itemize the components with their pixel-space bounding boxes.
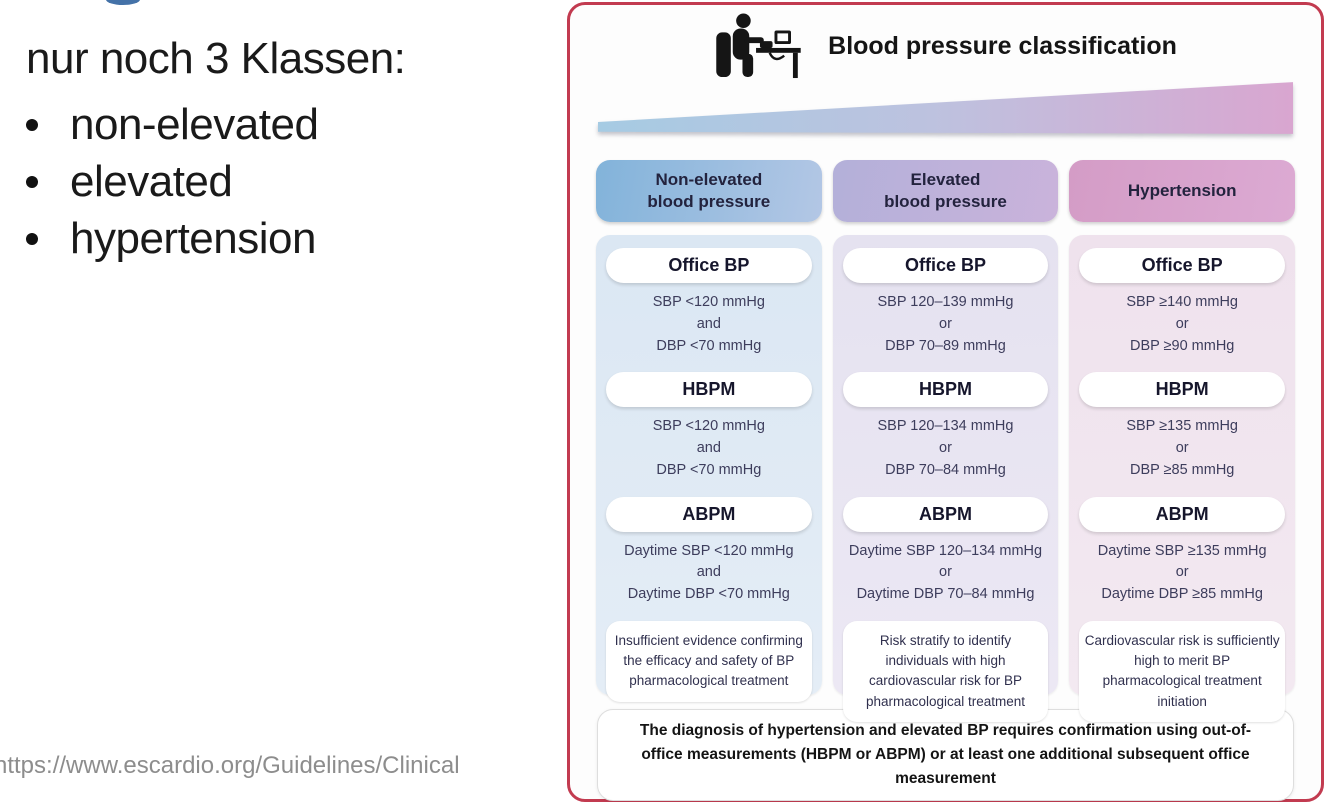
bullet-dot-icon [26, 118, 38, 131]
column-note: Risk stratify to identify individuals wi… [842, 620, 1049, 722]
column-hypertension: Hypertension Office BP SBP ≥140 mmHg or … [1069, 160, 1295, 722]
office-bp-values: SBP 120–139 mmHg or DBP 70–89 mmHg [877, 294, 1014, 354]
section-label-office-bp: Office BP [606, 248, 812, 283]
section-label-abpm: ABPM [842, 496, 1049, 532]
column-note: Cardiovascular risk is sufficiently high… [1079, 620, 1285, 722]
bullet-label: hypertension [70, 213, 316, 263]
bullet-dot-icon [26, 175, 38, 188]
hbpm-values: SBP 120–134 mmHg or DBP 70–84 mmHg [877, 418, 1014, 478]
column-body: Office BP SBP 120–139 mmHg or DBP 70–89 … [832, 235, 1059, 722]
slide-bullet-list: non-elevated elevated hypertension [22, 96, 319, 267]
section-label-hbpm: HBPM [1079, 372, 1285, 408]
column-body: Office BP SBP ≥140 mmHg or DBP ≥90 mmHg … [1069, 235, 1295, 722]
column-body: Office BP SBP <120 mmHg and DBP <70 mmHg… [596, 235, 822, 702]
bullet-item: non-elevated [22, 96, 319, 153]
abpm-values: Daytime SBP ≥135 mmHg or Daytime DBP ≥85… [1097, 542, 1267, 603]
bullet-label: non-elevated [70, 99, 319, 149]
column-non-elevated: Non-elevated blood pressure Office BP SB… [596, 160, 822, 702]
section-label-office-bp: Office BP [1079, 248, 1285, 283]
clipped-logo-fragment [106, 0, 140, 5]
column-header: Hypertension [1069, 160, 1295, 222]
source-url: https://www.escardio.org/Guidelines/Clin… [0, 752, 460, 779]
slide-title: nur noch 3 Klassen: [26, 34, 406, 83]
column-header: Non-elevated blood pressure [596, 160, 822, 222]
abpm-values: Daytime SBP <120 mmHg and Daytime DBP <7… [624, 542, 794, 603]
abpm-values: Daytime SBP 120–134 mmHg or Daytime DBP … [848, 542, 1043, 603]
bp-measurement-icon [714, 13, 802, 79]
column-note: Insufficient evidence confirming the eff… [606, 620, 812, 702]
classification-columns: Non-elevated blood pressure Office BP SB… [596, 160, 1295, 722]
section-label-abpm: ABPM [606, 496, 812, 532]
section-label-hbpm: HBPM [842, 372, 1049, 408]
office-bp-values: SBP <120 mmHg and DBP <70 mmHg [652, 294, 765, 354]
figure-footer-note: The diagnosis of hypertension and elevat… [597, 709, 1294, 802]
column-header: Elevated blood pressure [832, 160, 1059, 222]
bp-classification-figure: Blood pressure classification Non-elevat… [567, 2, 1324, 802]
hbpm-values: SBP <120 mmHg and DBP <70 mmHg [652, 418, 765, 478]
bullet-dot-icon [26, 232, 38, 245]
severity-gradient-wedge [598, 82, 1293, 134]
column-elevated: Elevated blood pressure Office BP SBP 12… [832, 160, 1059, 722]
bullet-item: hypertension [22, 210, 318, 267]
section-label-abpm: ABPM [1079, 496, 1285, 532]
figure-title: Blood pressure classification [828, 31, 1177, 60]
figure-header: Blood pressure classification [570, 13, 1321, 79]
office-bp-values: SBP ≥140 mmHg or DBP ≥90 mmHg [1126, 294, 1238, 354]
section-label-office-bp: Office BP [842, 248, 1049, 283]
section-label-hbpm: HBPM [606, 372, 812, 408]
bullet-item: elevated [22, 153, 318, 210]
bullet-label: elevated [70, 156, 233, 206]
hbpm-values: SBP ≥135 mmHg or DBP ≥85 mmHg [1126, 418, 1238, 478]
